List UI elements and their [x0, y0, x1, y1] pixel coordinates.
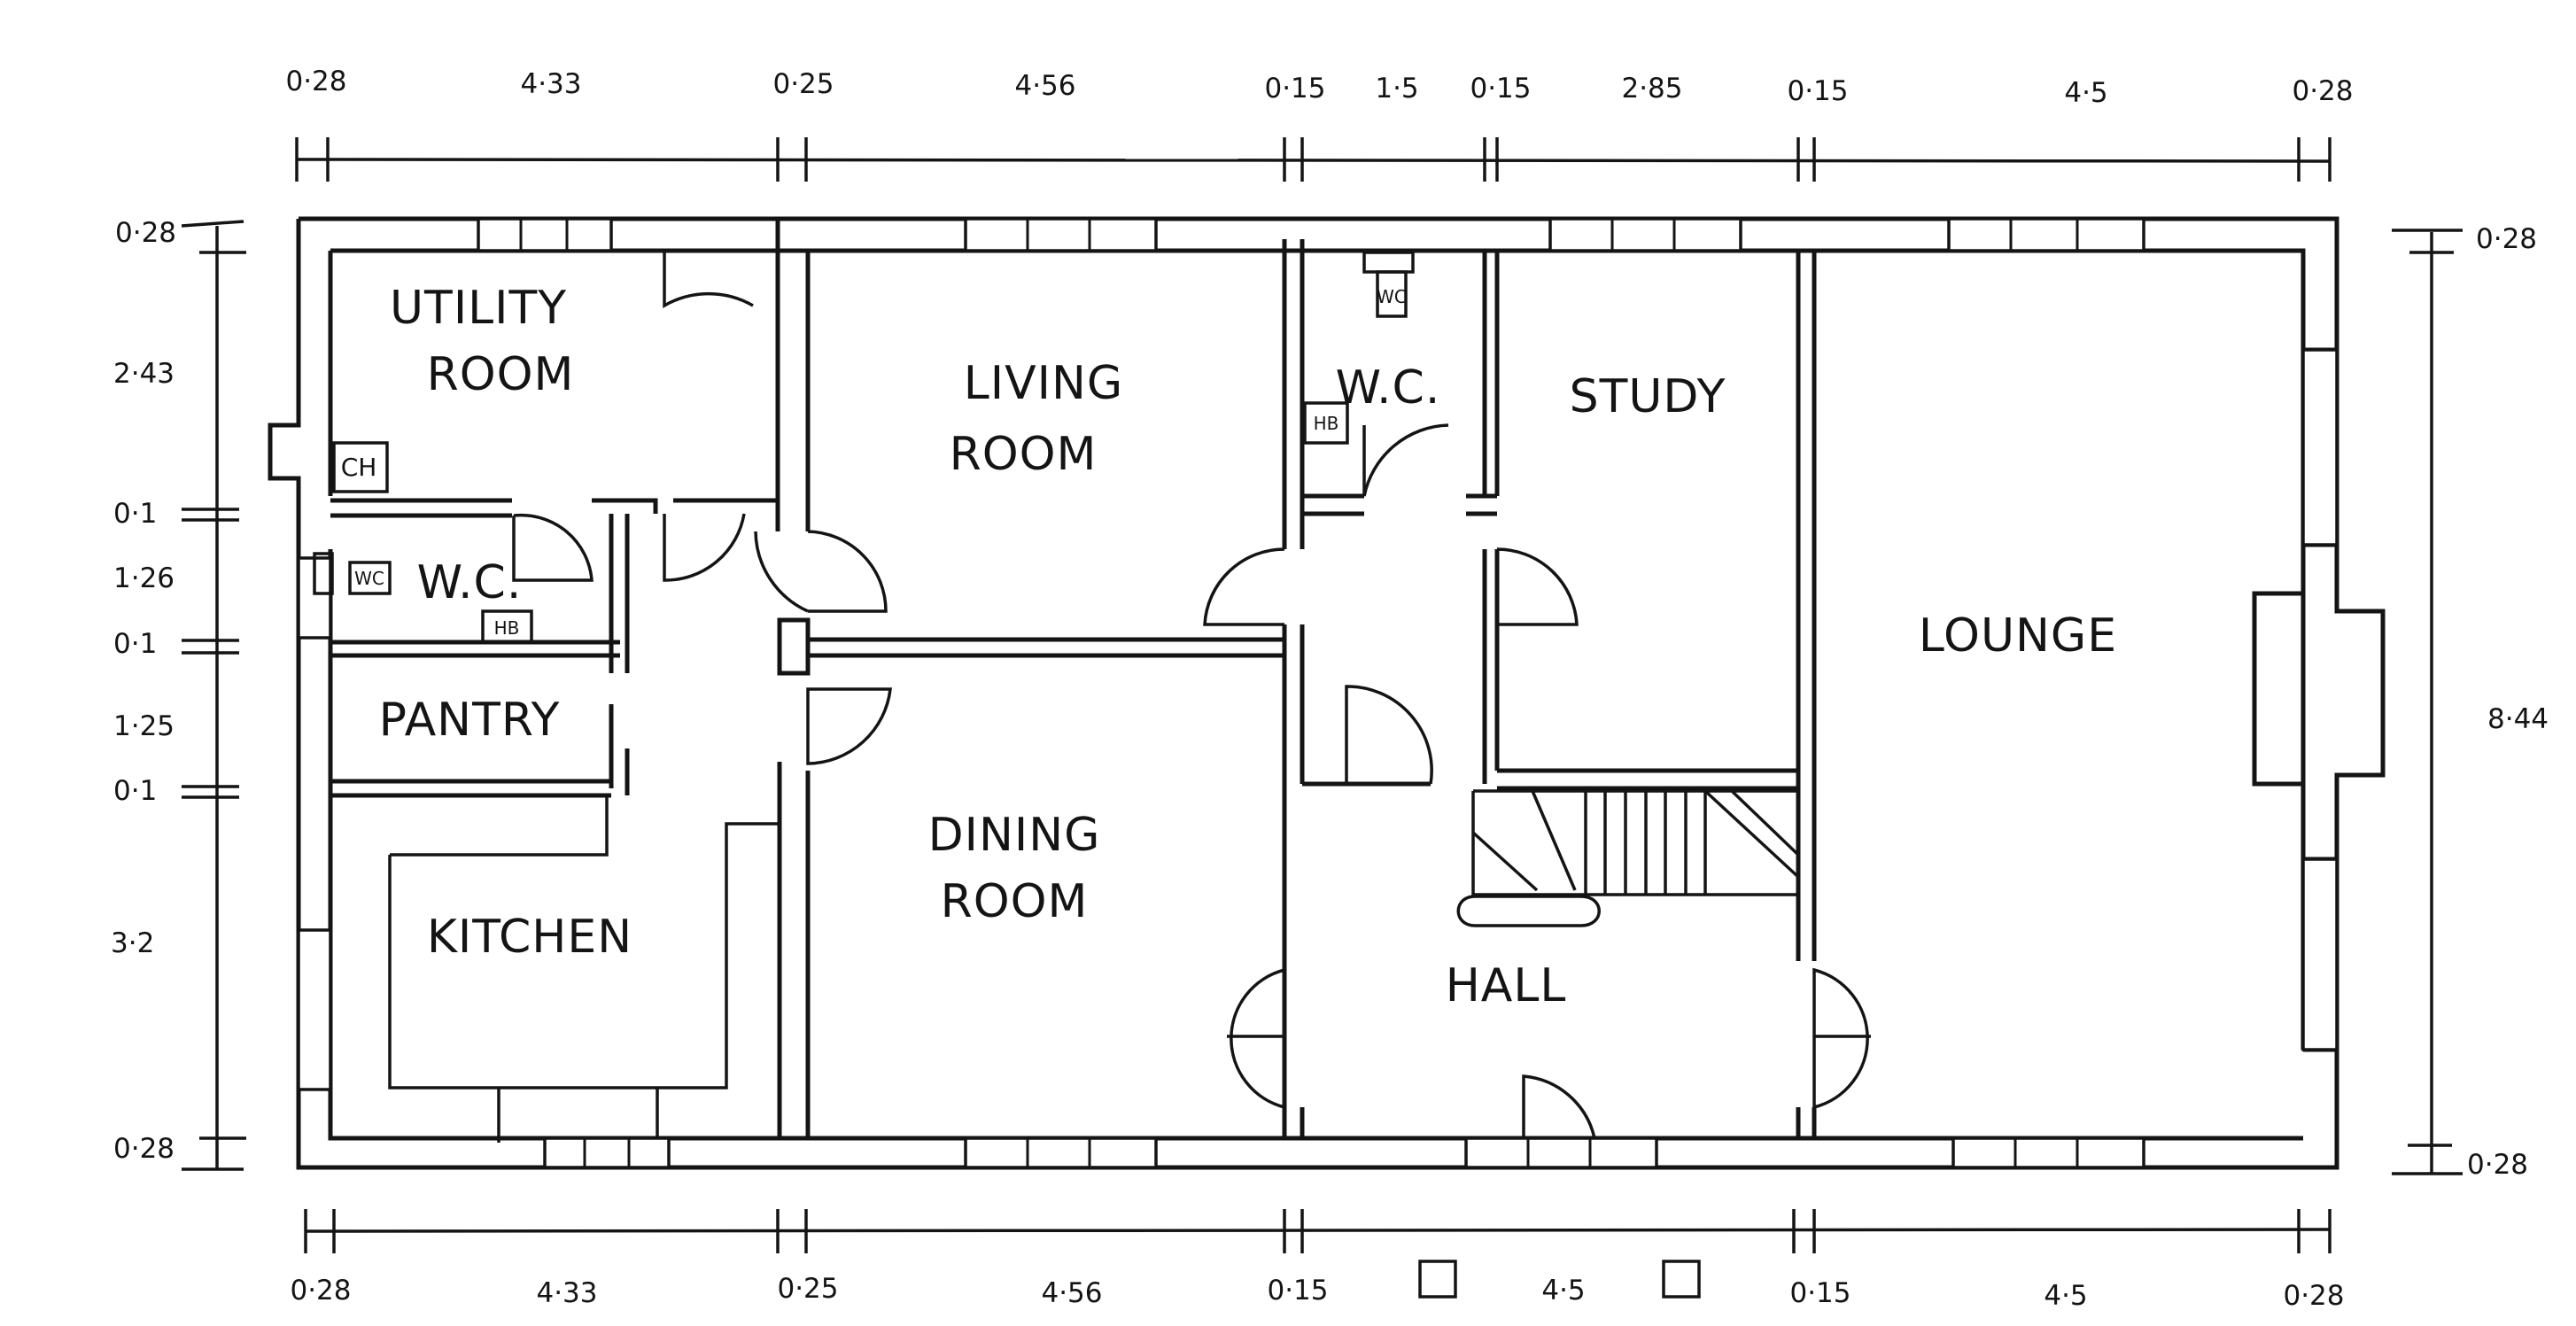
bottom-dim-label: 4·5	[1541, 1275, 1585, 1307]
bottom-dim-label: 4·56	[1041, 1277, 1102, 1309]
bottom-dim-label: 4·5	[2044, 1280, 2087, 1312]
boiler-label: CH	[341, 453, 377, 482]
top-dim-label: 4·56	[1014, 70, 1075, 102]
top-dimension-labels: 0·28 4·33 0·25 4·56 0·15 1·5 0·15 2·85 0…	[285, 66, 2353, 109]
top-dim-label: 0·15	[1787, 75, 1848, 107]
staircase	[1456, 789, 1800, 927]
room-label-dining: DINING	[928, 809, 1101, 862]
internal-walls	[330, 219, 1817, 1143]
left-dim-label: 0·28	[115, 217, 176, 249]
fireplace	[2252, 542, 2386, 862]
room-label-study: STUDY	[1570, 370, 1726, 423]
top-dimension-line	[295, 137, 2332, 182]
room-label-living: ROOM	[950, 428, 1098, 481]
bottom-dimension-squares	[1418, 1260, 1701, 1299]
left-dim-label: 1·25	[113, 710, 175, 742]
top-dim-label: 0·28	[2292, 75, 2353, 107]
right-dimension-line	[2392, 229, 2463, 1175]
left-dim-label: 3·2	[111, 927, 154, 959]
left-dim-label: 0·1	[113, 628, 157, 660]
doors	[512, 251, 1871, 1139]
left-dim-label: 0·1	[113, 775, 157, 807]
top-dim-label: 0·28	[285, 66, 346, 97]
top-dim-label: 0·25	[772, 68, 834, 100]
bottom-dim-label: 4·33	[536, 1277, 597, 1309]
bottom-dim-label: 0·15	[1789, 1277, 1851, 1309]
left-dimension-line	[181, 220, 246, 1171]
bottom-dimension-line	[304, 1209, 2332, 1253]
room-label-wc-upper: W.C.	[1336, 361, 1441, 415]
left-dimension-labels: 0·28 2·43 0·1 1·26 0·1 1·25 0·1 3·2 0·28	[111, 217, 176, 1165]
left-dim-label: 2·43	[113, 358, 175, 390]
bottom-dimension-labels: 0·28 4·33 0·25 4·56 0·15 4·5 0·15 4·5 0·…	[290, 1273, 2344, 1312]
hand-basin-label: HB	[1314, 413, 1339, 434]
room-label-lounge: LOUNGE	[1919, 609, 2117, 663]
room-label-living: LIVING	[964, 357, 1123, 410]
right-dim-label: 8·44	[2487, 703, 2549, 735]
top-dim-label: 0·15	[1470, 73, 1531, 105]
wc-fixture-label: WC	[1377, 286, 1407, 307]
room-labels: UTILITY ROOM LIVING ROOM W.C. STUDY W.C.…	[379, 282, 2117, 1012]
top-dim-label: 4·5	[2064, 77, 2107, 109]
right-dim-label: 0·28	[2467, 1149, 2528, 1181]
room-label-pantry: PANTRY	[379, 694, 561, 747]
room-label-kitchen: KITCHEN	[427, 911, 632, 964]
room-label-hall: HALL	[1446, 959, 1567, 1012]
left-dim-label: 0·28	[113, 1133, 175, 1165]
room-label-dining: ROOM	[941, 875, 1089, 928]
right-dimension-labels: 0·28 8·44 0·28	[2467, 223, 2549, 1181]
bottom-dim-label: 0·15	[1267, 1275, 1328, 1307]
right-dim-label: 0·28	[2476, 223, 2537, 255]
room-label-wc-lower: W.C.	[417, 556, 523, 609]
bottom-dim-label: 0·28	[2283, 1280, 2344, 1312]
top-dim-label: 4·33	[520, 68, 581, 100]
left-dim-label: 1·26	[113, 562, 175, 594]
top-dim-label: 1·5	[1375, 73, 1418, 105]
bottom-dim-label: 0·28	[290, 1275, 351, 1307]
windows	[297, 217, 2339, 1169]
wc-fixture-label: WC	[354, 568, 384, 589]
room-label-utility: UTILITY	[390, 282, 567, 335]
left-dim-label: 0·1	[113, 498, 157, 530]
top-dim-label: 2·85	[1621, 73, 1682, 105]
hand-basin-label: HB	[494, 617, 520, 639]
room-label-utility: ROOM	[427, 348, 575, 401]
bottom-dim-label: 0·25	[777, 1273, 838, 1305]
top-dim-label: 0·15	[1264, 73, 1325, 105]
fixtures: WC HB CH WC HB	[313, 251, 1415, 644]
